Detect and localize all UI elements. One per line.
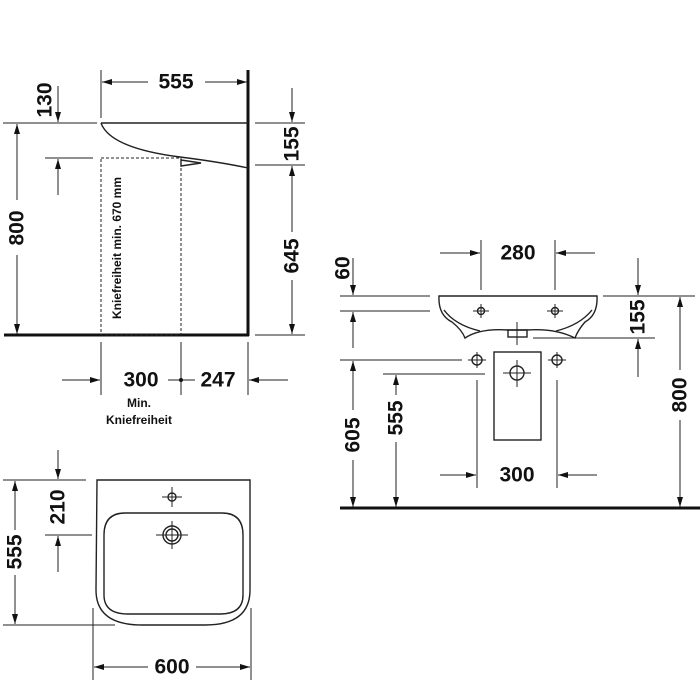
min-label: Min.: [127, 396, 151, 410]
dim-605: 605: [342, 417, 365, 452]
dim-555: 555: [4, 534, 27, 569]
top-view: 210 555 600: [3, 450, 252, 680]
basin-outline: [95, 479, 251, 626]
knee-clearance-label: Kniefreiheit min. 670 mm: [110, 177, 124, 319]
dim-645: 645: [281, 238, 304, 273]
basin-profile: [100, 122, 249, 169]
basin-front: [438, 295, 598, 340]
dim-210: 210: [47, 489, 70, 524]
overflow-tab: [180, 159, 202, 167]
basin-bowl: [103, 512, 244, 615]
dim-800: 800: [6, 210, 29, 245]
dim-60: 60: [332, 256, 355, 279]
dim-width-555: 555: [158, 71, 193, 94]
dim-800: 800: [669, 377, 692, 412]
knee-clearance-zone: [100, 157, 182, 336]
dim-300-front: 300: [499, 464, 534, 487]
dim-247: 247: [200, 369, 235, 392]
knee-label: Kniefreiheit: [106, 413, 172, 427]
dim-555-front: 555: [385, 400, 408, 435]
dim-155: 155: [627, 299, 650, 334]
waste-cover: [493, 351, 542, 441]
dim-130: 130: [34, 82, 57, 117]
dim-280: 280: [500, 242, 535, 265]
dim-155: 155: [281, 126, 304, 161]
dim-300: 300: [123, 369, 158, 392]
dim-600: 600: [154, 656, 189, 679]
front-view: 280 60 155 800 605 555 300: [332, 240, 700, 510]
side-view: Kniefreiheit min. 670 mm 555 130 800 155…: [3, 70, 305, 427]
